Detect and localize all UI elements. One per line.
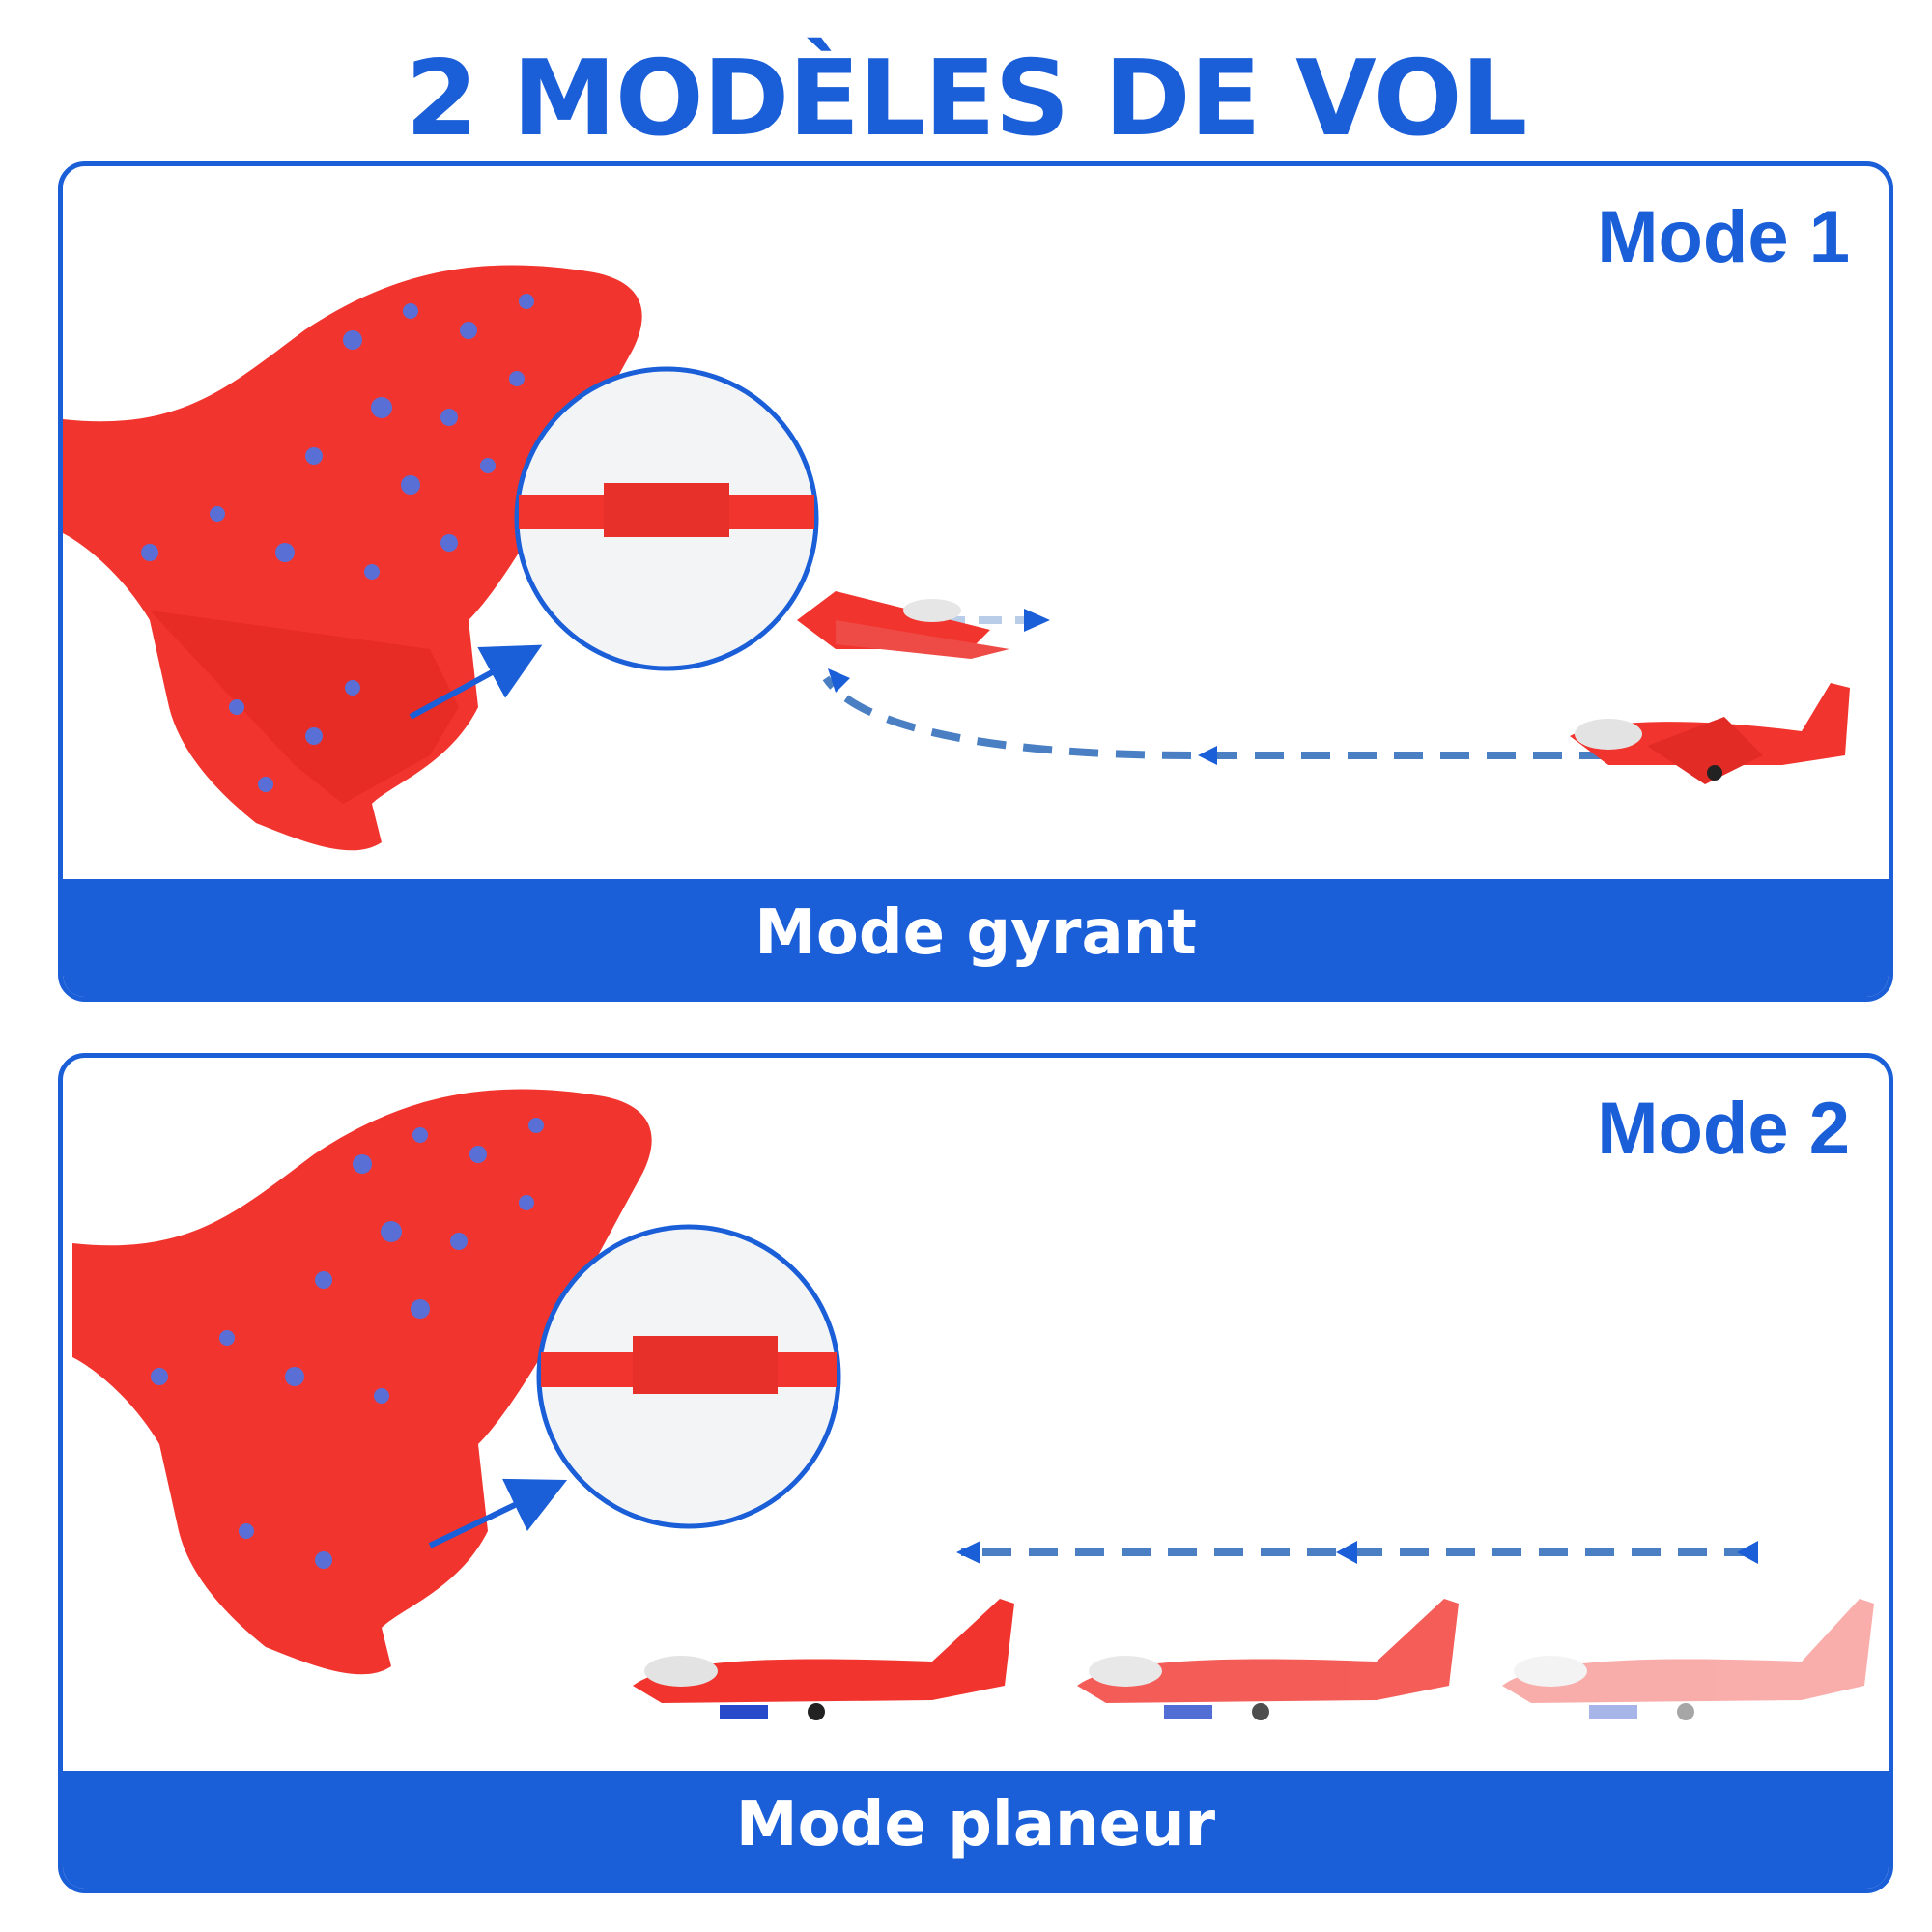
- glider-plane-image-2: [1077, 1599, 1459, 1720]
- turning-plane-image: [797, 591, 1009, 659]
- glider-plane-image-1: [633, 1599, 1014, 1720]
- mode-planeur-banner: Mode planeur: [63, 1771, 1889, 1889]
- glider-plane-image-3: [1502, 1599, 1874, 1720]
- mode-1-panel: Mode 1 Mode gyrant: [58, 161, 1893, 1002]
- mode-1-illustration: [63, 265, 1850, 851]
- mode-2-illustration: [72, 1089, 1874, 1720]
- incoming-plane-image: [1570, 683, 1850, 784]
- zoom-circle-detail: [536, 1224, 841, 1529]
- flight-path-loop: [822, 609, 1608, 765]
- zoom-circle-detail: [514, 366, 819, 671]
- page-title: 2 MODÈLES DE VOL: [405, 39, 1528, 159]
- glide-path: [956, 1541, 1758, 1564]
- tail-closeup-image: [72, 1089, 652, 1675]
- mode-2-label: Mode 2: [1597, 1088, 1850, 1170]
- mode-gyrant-banner: Mode gyrant: [63, 879, 1889, 997]
- mode-1-label: Mode 1: [1597, 196, 1850, 278]
- mode-2-panel: Mode 2 Mode planeur: [58, 1053, 1893, 1893]
- tail-closeup-image: [63, 265, 642, 851]
